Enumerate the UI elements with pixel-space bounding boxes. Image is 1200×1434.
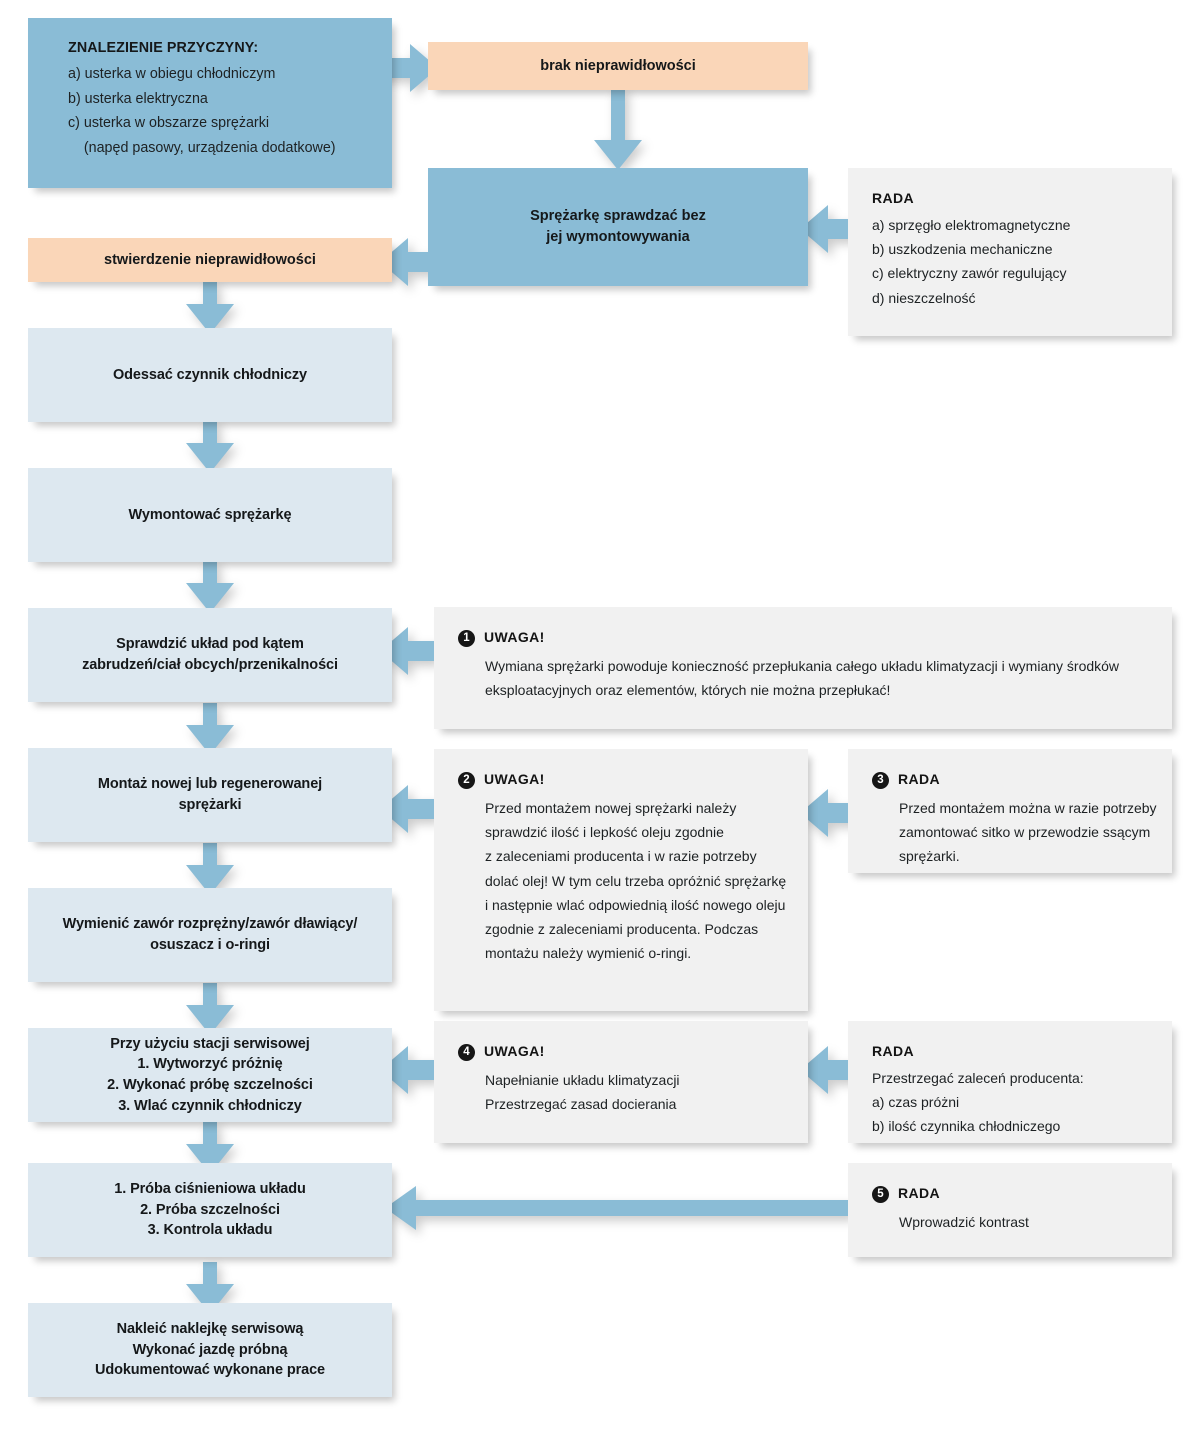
advice-top-line-c: c) elektryczny zawór regulujący (872, 265, 1067, 282)
arrow-advice-fill-to-note4 (800, 1046, 856, 1094)
node-install-compressor: Montaż nowej lub regenerowanej sprężarki (28, 748, 392, 842)
node-station-line4: 3. Wlać czynnik chłodniczy (118, 1097, 302, 1114)
note-4-line-1: Napełnianie układu klimatyzacji (485, 1072, 680, 1088)
node-remove-label: Wymontować sprężarkę (128, 506, 292, 523)
node-station-line1: Przy użyciu stacji serwisowej (110, 1035, 310, 1052)
arrow-inspect-to-install (186, 703, 234, 755)
advice-top-line-d: d) nieszczelność (872, 289, 976, 306)
note-2-heading: UWAGA! (484, 771, 545, 787)
node-recover-label: Odessać czynnik chłodniczy (112, 366, 308, 383)
note-4-badge: 4 (458, 1044, 475, 1061)
note-5-line-1: Wprowadzić kontrast (899, 1214, 1029, 1230)
note-1-line-1: Wymiana sprężarki powoduje konieczność p… (485, 658, 1120, 674)
note-panel-3: 3 RADA Przed montażem można w razie potr… (848, 749, 1172, 873)
note-2-line-1: Przed montażem nowej sprężarki należy (485, 800, 737, 816)
arrow-check-to-fault-found (380, 238, 436, 286)
note-2-badge: 2 (458, 772, 475, 789)
node-fault-found-label: stwierdzenie nieprawidłowości (104, 251, 316, 268)
node-remove-compressor: Wymontować sprężarkę (28, 468, 392, 562)
advice-fill-heading: RADA (872, 1043, 915, 1059)
advice-top-heading: RADA (872, 190, 915, 206)
node-install-line1: Montaż nowej lub regenerowanej (97, 776, 323, 793)
node-service-station: Przy użyciu stacji serwisowej 1. Wytworz… (28, 1028, 392, 1122)
node-install-line2: sprężarki (178, 797, 242, 813)
node-station-line3: 2. Wykonać próbę szczelności (107, 1077, 313, 1093)
note-1-badge: 1 (458, 630, 475, 647)
cause-box: ZNALEZIENIE PRZYCZYNY: a) usterka w obie… (28, 18, 392, 188)
note-4-line-2: Przestrzegać zasad docierania (485, 1096, 677, 1113)
node-final-line1: Nakleić naklejkę serwisową (116, 1321, 304, 1338)
arrow-recover-to-remove (186, 421, 234, 473)
note-2-line-5: i następnie wlać odpowiednią ilość noweg… (485, 896, 786, 913)
arrow-advice-to-check (800, 205, 856, 253)
node-final-steps: Nakleić naklejkę serwisową Wykonać jazdę… (28, 1303, 392, 1397)
note-3-heading: RADA (898, 771, 941, 787)
arrow-note5-to-test (385, 1186, 850, 1230)
arrow-note1-to-inspect (380, 627, 436, 675)
cause-line-b: b) usterka elektryczna (68, 90, 208, 107)
advice-fill-line-1: Przestrzegać zaleceń producenta: (872, 1070, 1084, 1086)
cause-heading: ZNALEZIENIE PRZYCZYNY: (68, 40, 259, 56)
note-2-line-6: zgodnie z zaleceniami producenta. Podcza… (485, 921, 759, 938)
node-valve-line2: osuszacz i o-ringi (150, 937, 270, 953)
node-no-fault: brak nieprawidłowości (428, 42, 808, 90)
note-5-heading: RADA (898, 1185, 941, 1201)
note-panel-4: 4 UWAGA! Napełnianie układu klimatyzacji… (434, 1021, 808, 1143)
note-panel-5: 5 RADA Wprowadzić kontrast (848, 1163, 1172, 1257)
arrow-remove-to-inspect (186, 561, 234, 613)
note-2-line-4: dolać olej! W tym celu trzeba opróżnić s… (485, 872, 787, 889)
node-test-line1: 1. Próba ciśnieniowa układu (114, 1181, 306, 1198)
note-1-heading: UWAGA! (484, 629, 545, 645)
note-2-line-3: z zaleceniami producenta i w razie potrz… (485, 848, 757, 865)
arrow-install-to-valve (186, 843, 234, 895)
note-panel-1: 1 UWAGA! Wymiana sprężarki powoduje koni… (434, 607, 1172, 729)
node-test-line3: 3. Kontrola układu (147, 1222, 273, 1239)
advice-fill-line-3: b) ilość czynnika chłodniczego (872, 1118, 1061, 1135)
node-final-line3: Udokumentować wykonane prace (94, 1362, 326, 1379)
arrow-test-to-final (186, 1262, 234, 1314)
node-test-line2: 2. Próba szczelności (140, 1201, 280, 1218)
advice-fill-line-2: a) czas próżni (872, 1094, 960, 1111)
note-5-badge: 5 (872, 1186, 889, 1203)
note-3-line-3: sprężarki. (899, 848, 960, 865)
note-3-badge: 3 (872, 772, 889, 789)
node-recover-refrigerant: Odessać czynnik chłodniczy (28, 328, 392, 422)
node-fault-found: stwierdzenie nieprawidłowości (28, 238, 392, 282)
node-inspect-line1: Sprawdzić układ pod kątem (116, 636, 304, 653)
note-1-line-2: eksploatacyjnych oraz elementów, których… (485, 682, 891, 699)
note-4-heading: UWAGA! (484, 1043, 545, 1059)
advice-panel-top: RADA a) sprzęgło elektromagnetyczne b) u… (848, 168, 1172, 336)
arrow-note3-to-note2 (800, 789, 856, 837)
node-station-line2: 1. Wytworzyć próżnię (137, 1056, 283, 1073)
node-check-line2: jej wymontowywania (546, 229, 690, 245)
arrow-note4-to-station (380, 1046, 436, 1094)
cause-line-c-sub: (napęd pasowy, urządzenia dodatkowe) (68, 139, 336, 156)
arrow-no-fault-to-check (594, 88, 642, 170)
node-final-line2: Wykonać jazdę próbną (132, 1341, 288, 1358)
arrow-note2-to-install (380, 785, 436, 833)
node-check-without-removal: Sprężarkę sprawdzać bez jej wymontowywan… (428, 168, 808, 286)
arrow-cause-to-no-fault (376, 44, 438, 92)
note-2-line-2: sprawdzić ilość i lepkość oleju zgodnie (485, 824, 724, 841)
node-no-fault-label: brak nieprawidłowości (540, 57, 696, 74)
node-inspect-system: Sprawdzić układ pod kątem zabrudzeń/ciał… (28, 608, 392, 702)
node-valve-line1: Wymienić zawór rozprężny/zawór dławiący/ (62, 916, 358, 933)
arrow-station-to-test (186, 1122, 234, 1174)
arrow-fault-found-to-recover (186, 282, 234, 334)
node-inspect-line2: zabrudzeń/ciał obcych/przenikalności (82, 657, 338, 673)
note-2-line-7: montażu należy wymienić o-ringi. (485, 945, 692, 962)
cause-line-a: a) usterka w obiegu chłodniczym (68, 66, 276, 82)
advice-panel-fill: RADA Przestrzegać zaleceń producenta: a)… (848, 1021, 1172, 1143)
note-3-line-1: Przed montażem można w razie potrzeby (899, 800, 1157, 816)
node-replace-valve: Wymienić zawór rozprężny/zawór dławiący/… (28, 888, 392, 982)
node-check-line1: Sprężarkę sprawdzać bez (530, 207, 706, 224)
arrow-valve-to-station (186, 983, 234, 1035)
advice-top-line-a: a) sprzęgło elektromagnetyczne (872, 217, 1071, 233)
note-3-line-2: zamontować sitko w przewodzie ssącym (899, 824, 1151, 841)
cause-line-c: c) usterka w obszarze sprężarki (68, 115, 270, 132)
node-pressure-test: 1. Próba ciśnieniowa układu 2. Próba szc… (28, 1163, 392, 1257)
advice-top-line-b: b) uszkodzenia mechaniczne (872, 241, 1053, 258)
note-panel-2: 2 UWAGA! Przed montażem nowej sprężarki … (434, 749, 808, 1011)
